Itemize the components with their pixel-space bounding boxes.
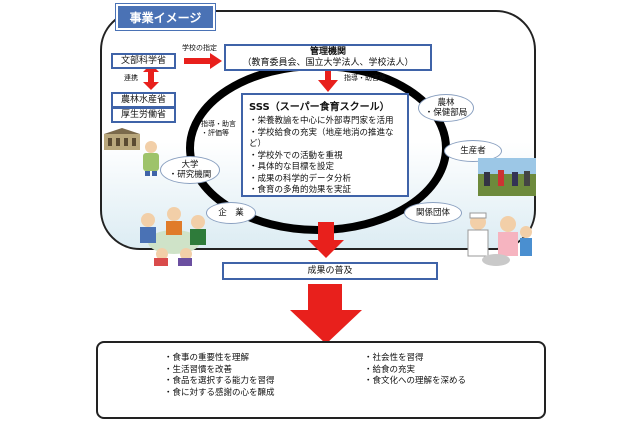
sss-item: ・成果の科学的データ分析 <box>249 173 352 184</box>
admin-box: 管理機関 （教育委員会、国立大学法人、学校法人） <box>224 44 432 71</box>
outcome-item: ・社会性を習得 <box>364 353 424 363</box>
outcome-item: ・食文化への理解を深める <box>364 376 467 386</box>
partner-organization: 関係団体 <box>404 202 462 224</box>
arrow-to-outcomes <box>290 284 362 344</box>
outcome-item: ・食品を選択する能力を習得 <box>164 376 275 386</box>
page-title: 事業イメージ <box>129 10 202 25</box>
outcomes-right-list: ・社会性を習得 ・給食の充実 ・食文化への理解を深める <box>364 353 466 388</box>
arrow-to-results <box>308 222 344 258</box>
sss-item: ・栄養教諭を中心に外部専門家を活用 <box>249 116 394 126</box>
sss-item: ・学校外での活動を重視 <box>249 150 343 161</box>
school-building-image <box>104 128 140 150</box>
outcome-item: ・給食の充実 <box>364 364 416 375</box>
admin-guidance-label: 指導・助言等 <box>344 74 386 82</box>
sss-item: ど） <box>249 139 267 149</box>
sss-list: ・栄養教諭を中心に外部専門家を活用 ・学校給食の充実（地産地消の推進な ど） ・… <box>249 116 401 197</box>
sss-box: SSS（スーパー食育スクール） ・栄養教諭を中心に外部専門家を活用 ・学校給食の… <box>241 93 409 197</box>
researcher-illustration <box>143 141 159 176</box>
sss-title: SSS（スーパー食育スクール） <box>249 102 390 113</box>
outcomes-box: ・食事の重要性を理解 ・生活習慣を改善 ・食品を選択する能力を習得 ・食に対する… <box>96 341 546 419</box>
sss-item: ・具体的な目標を設定 <box>249 162 335 172</box>
results-label-box: 成果の普及 <box>222 262 438 280</box>
arrow-ministry-to-admin <box>184 53 222 69</box>
left-guidance-label: 指導・助言 ・評価等 <box>201 120 236 137</box>
partner-university: 大学 ・研究機関 <box>160 156 220 184</box>
ministry-mhlw: 厚生労働省 <box>111 107 176 123</box>
farm-photo <box>478 158 536 196</box>
outcome-item: ・食事の重要性を理解 <box>164 353 250 363</box>
title-badge: 事業イメージ <box>116 4 215 30</box>
cooking-illustration <box>467 212 532 266</box>
outcomes-left-list: ・食事の重要性を理解 ・生活習慣を改善 ・食品を選択する能力を習得 ・食に対する… <box>164 353 275 399</box>
admin-title: 管理機関 <box>309 46 346 57</box>
partner-agri-health: 農林 ・保健部局 <box>418 94 474 122</box>
company-meeting-illustration <box>140 207 206 266</box>
ministry-mext: 文部科学省 <box>111 53 176 69</box>
ministry-maff: 農林水産省 <box>111 92 176 108</box>
admin-subtitle: （教育委員会、国立大学法人、学校法人） <box>242 57 414 68</box>
outcome-item: ・生活習慣を改善 <box>164 364 233 375</box>
outcome-item: ・食に対する感謝の心を醸成 <box>164 387 275 398</box>
designation-label: 学校の指定 <box>182 44 217 52</box>
link-label: 連携 <box>124 74 138 82</box>
partner-producer: 生産者 <box>444 140 502 162</box>
partner-company: 企 業 <box>206 202 256 224</box>
arrow-admin-to-sss <box>318 70 338 92</box>
sss-item: ・食育の多角的効果を実証 <box>249 185 352 195</box>
sss-item: ・学校給食の充実（地産地消の推進な <box>249 127 394 138</box>
